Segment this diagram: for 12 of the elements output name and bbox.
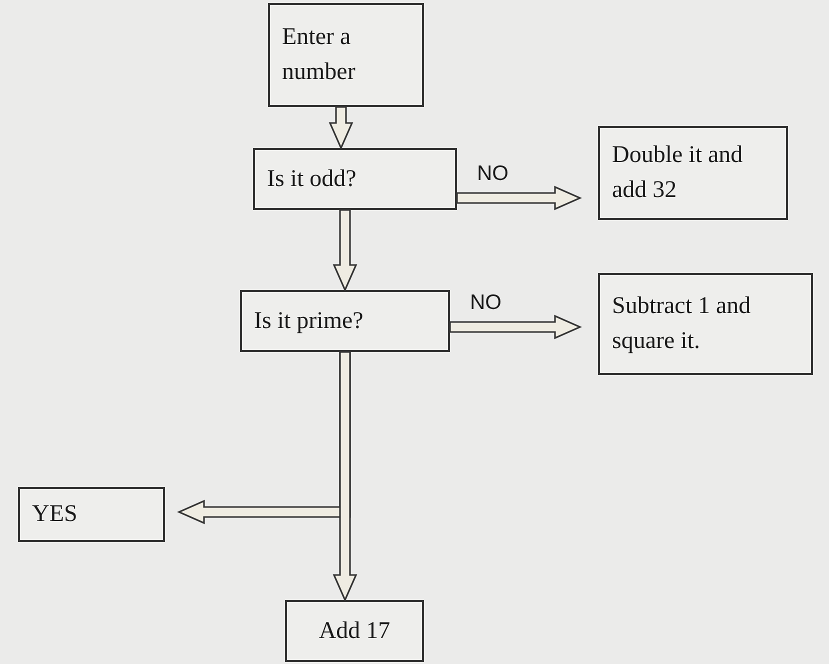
arrow (449, 314, 582, 340)
process-box: YES (18, 487, 165, 542)
process-box: Double it and add 32 (598, 126, 788, 220)
arrow (456, 186, 582, 210)
process-box: Is it odd? (253, 148, 457, 210)
arrow (328, 106, 354, 150)
arrow (332, 351, 358, 602)
process-box: Enter a number (268, 3, 424, 107)
process-box: Is it prime? (240, 290, 450, 352)
arrow (332, 209, 358, 292)
process-box: Subtract 1 and square it. (598, 273, 813, 375)
process-box: Add 17 (285, 600, 424, 662)
